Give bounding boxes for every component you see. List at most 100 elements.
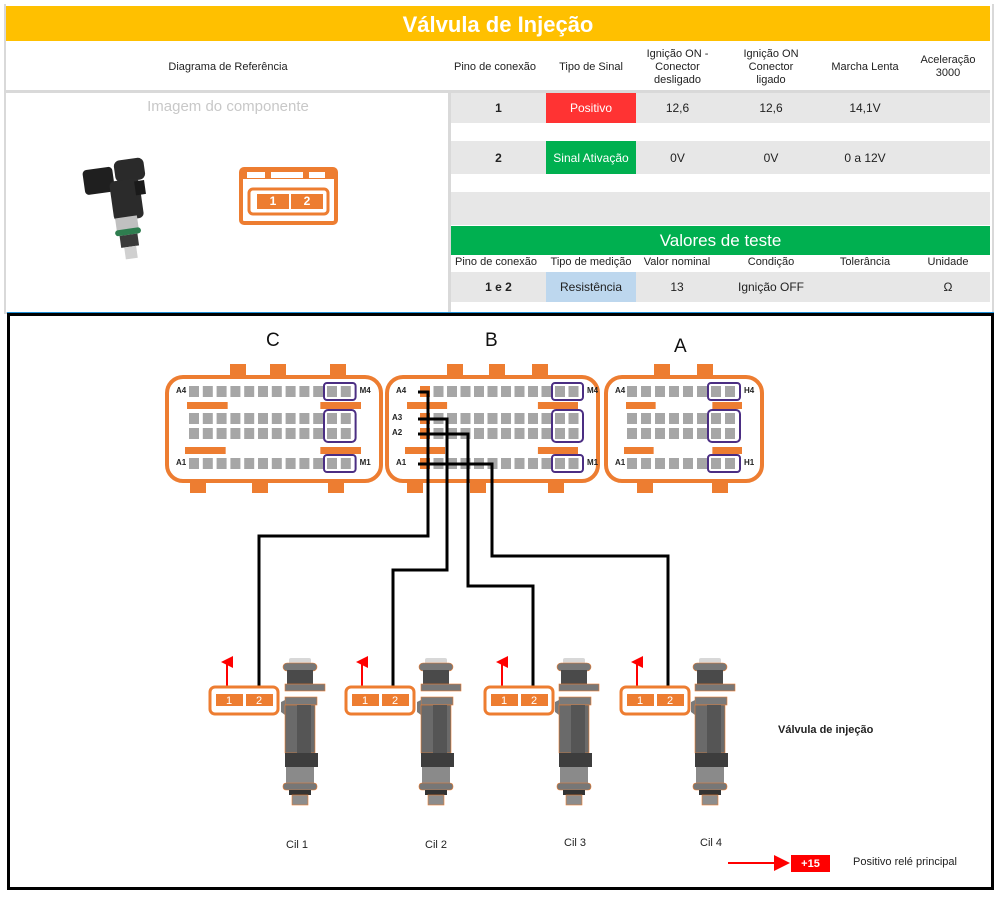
pin (528, 413, 538, 424)
pin-label-a-top-left: A4 (615, 386, 626, 395)
pin (271, 428, 282, 439)
tv-row1-condition: Ignição OFF (737, 280, 805, 294)
page-title: Válvula de Injeção (6, 6, 990, 41)
pin (514, 428, 525, 439)
pin (501, 413, 511, 424)
test-values-title: Valores de teste (451, 226, 990, 255)
injector-4-label: Cil 4 (700, 837, 723, 849)
pin-group-highlight (707, 382, 741, 401)
plug-pin-2 (246, 694, 273, 706)
pin (285, 386, 296, 397)
pin (528, 458, 538, 469)
pin (447, 386, 457, 397)
pin (299, 458, 310, 469)
pin (202, 458, 213, 469)
row2-signal-badge: Sinal Ativação (546, 141, 636, 174)
row1-ign-on-connected: 12,6 (759, 101, 783, 115)
injector-plug (483, 685, 555, 716)
row1-idle: 14,1V (849, 101, 881, 115)
pin (487, 386, 498, 397)
pin (340, 458, 351, 469)
pin (189, 413, 199, 424)
header-ign-on-disconnected: Ignição ON - Conector desligado (646, 47, 709, 86)
pin (555, 413, 565, 424)
plug-pin-1-label: 1 (226, 695, 232, 707)
pin (528, 386, 538, 397)
pin (697, 413, 707, 424)
pin (340, 386, 351, 397)
pin (202, 386, 213, 397)
pin (271, 386, 282, 397)
pin (460, 413, 471, 424)
legend-badge-plus15: +15 (791, 855, 830, 872)
pin (501, 386, 511, 397)
pin (216, 413, 227, 424)
connector-bar (320, 402, 361, 409)
legend-text: Positivo relé principal (853, 856, 957, 868)
pin (313, 386, 324, 397)
pin-label-a-bottom-left: A1 (615, 458, 626, 467)
header-pin: Pino de conexão (454, 60, 536, 73)
pin (460, 386, 471, 397)
pin (669, 458, 679, 469)
plug-pin-2 (521, 694, 548, 706)
pin-label-c-bottom-left: A1 (176, 458, 187, 467)
injector-cap (289, 658, 311, 664)
pin (258, 386, 268, 397)
connector-bar (537, 447, 578, 454)
connector-bar (187, 402, 228, 409)
plug-pin-1 (627, 694, 654, 706)
pin (627, 428, 637, 439)
pin-group-highlight (551, 454, 584, 473)
pin (711, 413, 721, 424)
pin-label-b-a3: A3 (392, 413, 403, 422)
pin (474, 428, 484, 439)
connector-tab (230, 364, 246, 378)
pin (725, 413, 735, 424)
ecu-connector-c (165, 364, 383, 493)
wiring-diagram-frame (7, 313, 994, 890)
pin (541, 458, 552, 469)
plug-pin-1 (216, 694, 243, 706)
pin (641, 413, 651, 424)
connector-tab (330, 364, 346, 378)
pin (327, 458, 337, 469)
pin (299, 413, 310, 424)
pin (683, 428, 693, 439)
pin (258, 458, 268, 469)
pin (285, 413, 296, 424)
signal-row-2 (451, 141, 990, 174)
injector-plug (619, 685, 691, 716)
pin-label-b-bottom-right: M1 (587, 458, 599, 467)
pin (487, 428, 498, 439)
pin (501, 458, 511, 469)
pin (271, 458, 282, 469)
connector-icon (239, 167, 338, 225)
pin (568, 458, 579, 469)
connector-bar (185, 447, 226, 454)
wire-b-a4-cil1 (257, 390, 430, 688)
connector-tab (489, 364, 505, 378)
pin (541, 428, 552, 439)
tv-row1-pin: 1 e 2 (485, 280, 512, 294)
connector-a-letter: A (674, 336, 687, 357)
pin-group-highlight (323, 382, 357, 401)
pin-group-highlight (551, 409, 584, 443)
pin-label-b-top-right: M4 (587, 386, 599, 395)
connector-pin-2: 2 (303, 194, 311, 208)
pin (258, 413, 268, 424)
pin (697, 428, 707, 439)
pin (627, 386, 637, 397)
header-idle: Marcha Lenta (831, 60, 899, 73)
pin (230, 458, 241, 469)
tv-row1-nominal: 13 (670, 280, 684, 294)
pin (189, 428, 199, 439)
row2-idle: 0 a 12V (844, 150, 886, 165)
pin (725, 458, 735, 469)
pin (433, 386, 444, 397)
plug-pin-2-label: 2 (392, 695, 398, 707)
plug-pin-2-label: 2 (667, 695, 673, 707)
pin (514, 413, 525, 424)
